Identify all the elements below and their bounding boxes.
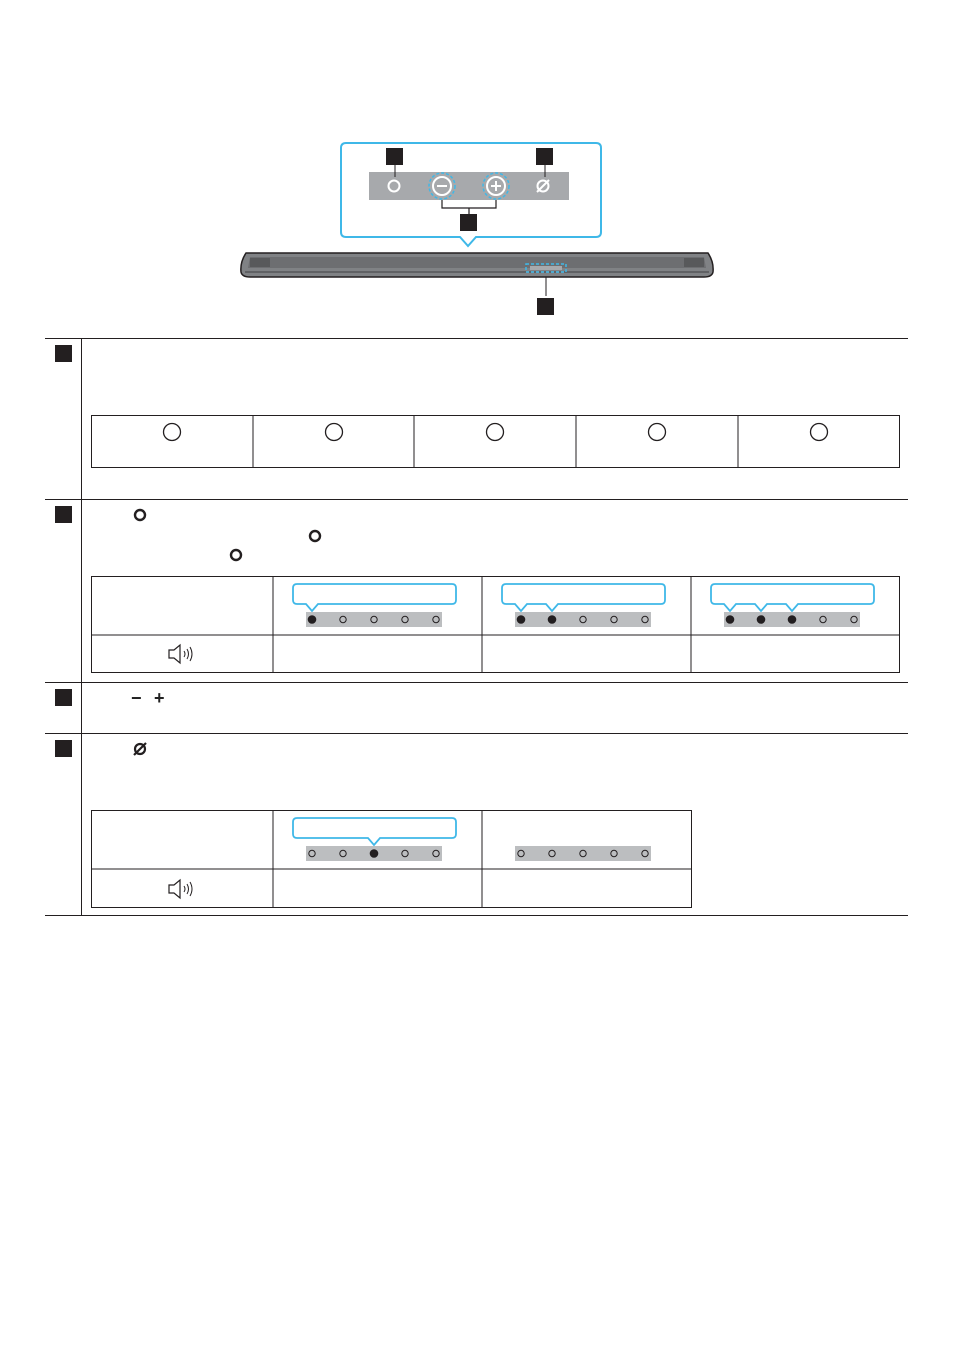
indicator-dot-off [641, 615, 649, 624]
indicator-dot-off [517, 849, 525, 858]
row-divider-1 [45, 499, 908, 500]
led-cell-icon-4 [647, 422, 667, 442]
indicator-dot-lit [547, 615, 557, 624]
indicator-strip [292, 583, 457, 627]
indicator-dot-lit [307, 615, 317, 624]
indicator-bubble [710, 583, 875, 613]
indicator-dot-off [308, 849, 316, 858]
indicator-bubble [292, 817, 457, 847]
marker-4 [537, 298, 554, 315]
indicator-dot-off [401, 849, 409, 858]
mic-off-icon [133, 742, 147, 756]
indicator-strip [501, 583, 666, 627]
indicator-dot-off [432, 615, 440, 624]
marker-2 [536, 148, 553, 165]
indicator-dot-off [401, 615, 409, 624]
row-divider-2 [45, 682, 908, 683]
led-cell-icon-2 [324, 422, 344, 442]
indicator-dot-lit [725, 615, 735, 624]
indicator-dot-off [610, 615, 618, 624]
table-top-rule [45, 338, 908, 339]
indicator-strip [292, 817, 457, 861]
volume-up-icon[interactable] [481, 171, 511, 201]
table-bottom-rule [45, 915, 908, 916]
led-cell-icon-1 [162, 422, 182, 442]
indicator-dot-off [339, 615, 347, 624]
source-icon [229, 548, 243, 562]
indicator-dot-off [432, 849, 440, 858]
indicator-strip [515, 846, 651, 861]
speaker-icon [168, 878, 193, 900]
callout-bubble [340, 142, 602, 248]
mic-indicator-table [91, 810, 692, 908]
volume-down-icon[interactable] [427, 171, 457, 201]
row-marker-1 [55, 345, 72, 362]
indicator-dot-lit [756, 615, 766, 624]
row-marker-3 [55, 689, 72, 706]
row-divider-3 [45, 733, 908, 734]
soundbar [240, 252, 714, 278]
indicator-dot-off [579, 615, 587, 624]
indicator-bar [306, 612, 442, 627]
led-cell-icon-5 [809, 422, 829, 442]
indicator-dot-off [610, 849, 618, 858]
indicator-strip [710, 583, 875, 627]
speaker-icon [168, 643, 193, 665]
led-mode-table [91, 415, 900, 468]
indicator-dot-off [819, 615, 827, 624]
indicator-bubble [292, 583, 457, 613]
volume-up-glyph: + [154, 688, 165, 708]
indicator-dot-off [850, 615, 858, 624]
indicator-dot-lit [787, 615, 797, 624]
indicator-dot-lit [516, 615, 526, 624]
mic-off-icon[interactable] [533, 176, 553, 196]
source-icon [133, 508, 147, 522]
row-marker-4 [55, 740, 72, 757]
volume-down-glyph: − [131, 688, 142, 708]
indicator-dot-off [548, 849, 556, 858]
indicator-dot-off [641, 849, 649, 858]
indicator-dot-off [339, 849, 347, 858]
row-marker-2 [55, 506, 72, 523]
led-cell-icon-3 [485, 422, 505, 442]
source-icon[interactable] [384, 176, 404, 196]
table-column-rule [81, 338, 82, 916]
indicator-dot-off [579, 849, 587, 858]
source-indicator-table [91, 576, 900, 673]
indicator-dot-off [370, 615, 378, 624]
indicator-dot-lit [369, 849, 379, 858]
indicator-bubble [501, 583, 666, 613]
marker-3 [460, 214, 477, 231]
indicator-bar [515, 846, 651, 861]
marker-1 [386, 148, 403, 165]
source-icon [308, 529, 322, 543]
indicator-bar [515, 612, 651, 627]
